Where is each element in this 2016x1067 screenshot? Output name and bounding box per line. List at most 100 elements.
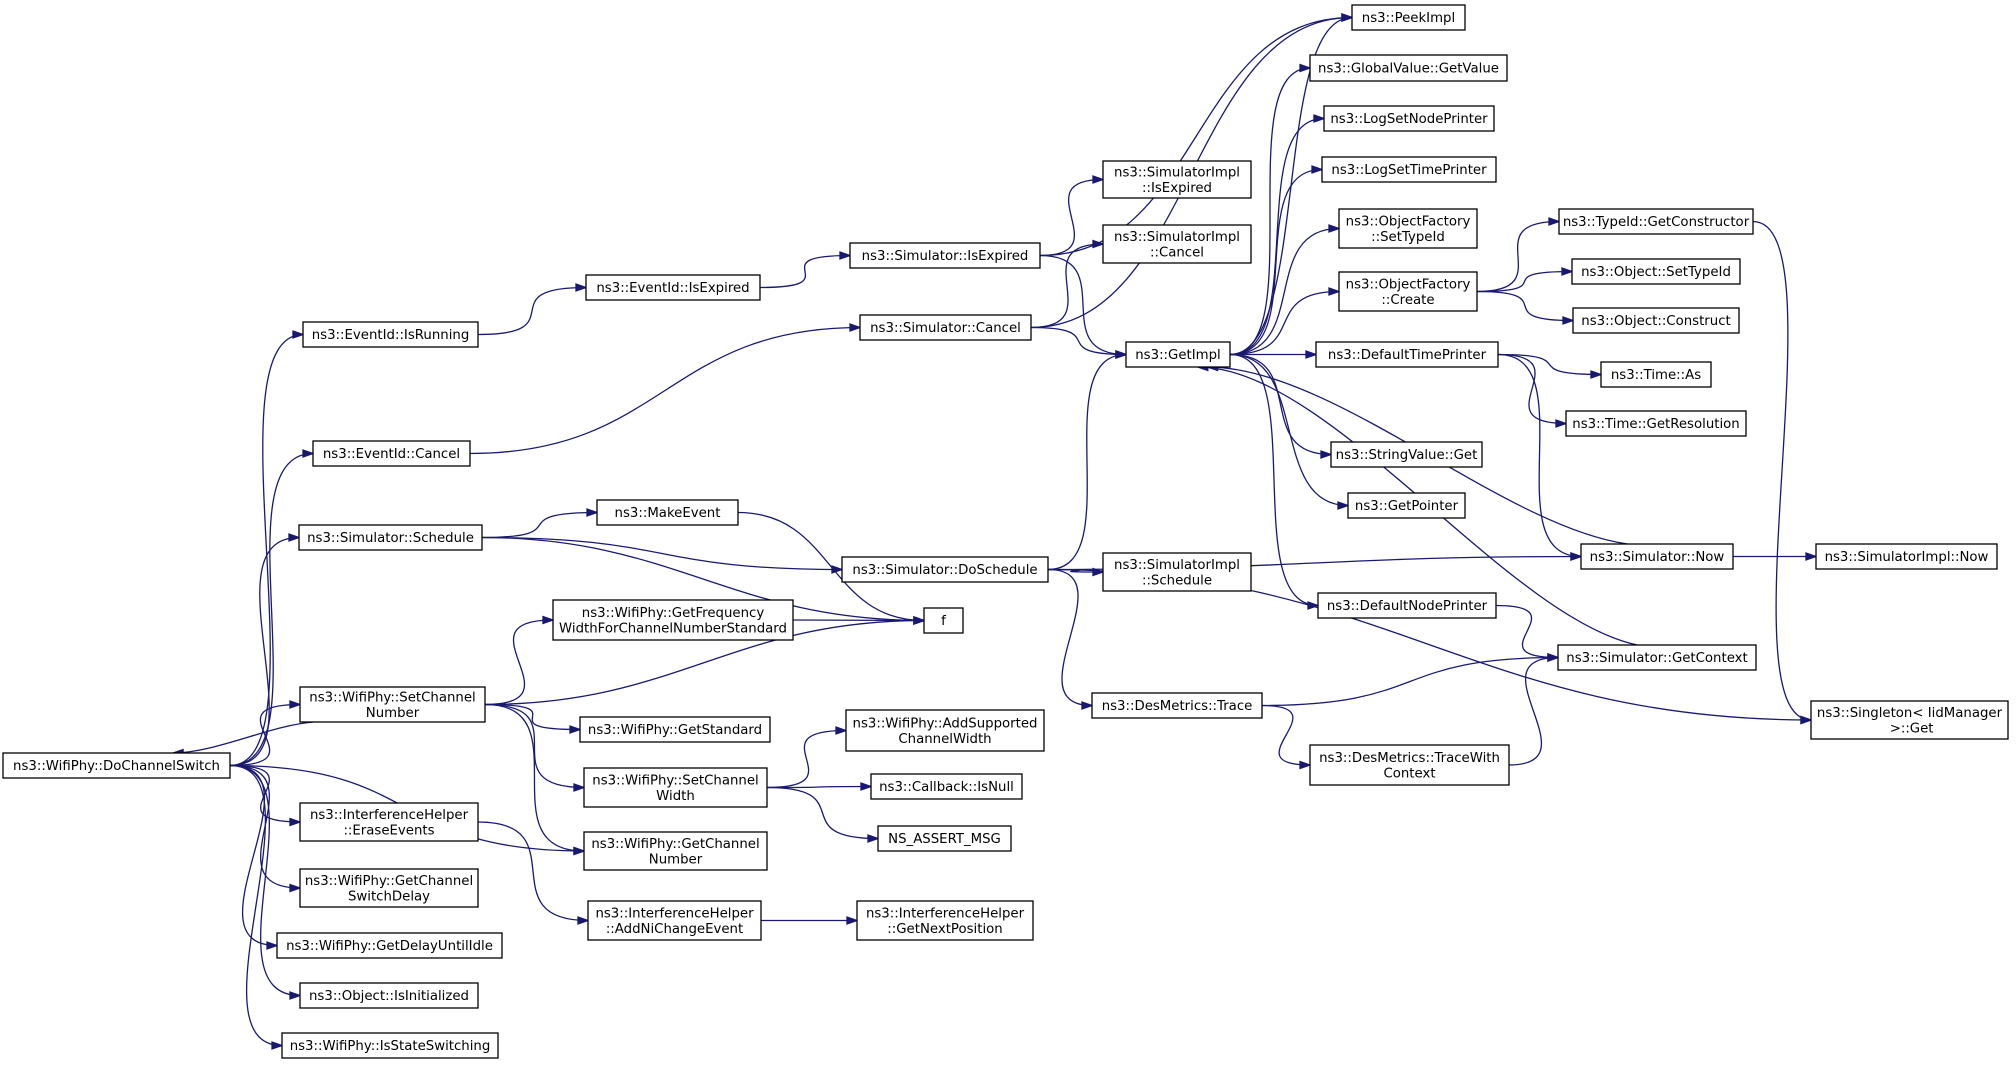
node-box-stringValueGet[interactable] [1330,441,1483,468]
node-isRunning[interactable]: ns3::EventId::IsRunning [302,321,479,348]
node-box-doSchedule[interactable] [841,556,1049,583]
node-box-simNow[interactable] [1580,543,1734,570]
node-box-timeGetRes[interactable] [1565,410,1747,437]
node-box-getPointer[interactable] [1347,492,1466,519]
node-box-root[interactable] [2,752,231,779]
node-box-ofCreate[interactable] [1338,271,1478,312]
node-box-getChannelNumber[interactable] [583,831,768,871]
node-box-ofSetTypeId[interactable] [1338,208,1478,249]
node-f[interactable]: f [923,607,964,634]
node-globalGetValue[interactable]: ns3::GlobalValue::GetValue [1309,54,1508,82]
node-box-nsAssert[interactable] [877,825,1012,852]
node-box-eraseEvents[interactable] [299,802,479,842]
node-box-desTraceCtx[interactable] [1309,744,1510,786]
node-simCancel[interactable]: ns3::Simulator::Cancel [859,314,1032,341]
node-box-makeEvent[interactable] [596,499,739,526]
node-addNiChange[interactable]: ns3::InterferenceHelper::AddNiChangeEven… [587,900,762,941]
node-defNodePrinter[interactable]: ns3::DefaultNodePrinter [1317,592,1497,619]
node-getPointer[interactable]: ns3::GetPointer [1347,492,1466,519]
node-simImplIsExpired[interactable]: ns3::SimulatorImpl::IsExpired [1102,160,1252,199]
node-box-setChannelWidth[interactable] [583,767,768,808]
node-simSchedule[interactable]: ns3::Simulator::Schedule [298,524,483,551]
node-box-getDelayIdle[interactable] [276,932,503,959]
node-desTrace[interactable]: ns3::DesMetrics::Trace [1091,692,1263,719]
node-getFreqWidth[interactable]: ns3::WifiPhy::GetFrequencyWidthForChanne… [552,599,794,641]
node-isNull[interactable]: ns3::Callback::IsNull [870,773,1023,800]
node-logSetTime[interactable]: ns3::LogSetTimePrinter [1321,156,1497,183]
node-objConstruct[interactable]: ns3::Object::Construct [1572,307,1740,334]
node-box-timeAs[interactable] [1600,361,1712,388]
node-root[interactable]: ns3::WifiPhy::DoChannelSwitch [2,752,231,779]
node-box-simCancel[interactable] [859,314,1032,341]
node-box-isRunning[interactable] [302,321,479,348]
node-eraseEvents[interactable]: ns3::InterferenceHelper::EraseEvents [299,802,479,842]
node-getImpl[interactable]: ns3::GetImpl [1125,341,1231,368]
node-box-simIsExpired[interactable] [849,242,1041,269]
node-eidCancel[interactable]: ns3::EventId::Cancel [312,440,471,467]
node-box-globalGetValue[interactable] [1309,54,1508,82]
node-nsAssert[interactable]: NS_ASSERT_MSG [877,825,1012,852]
node-box-simSchedule[interactable] [298,524,483,551]
node-box-getSwitchDelay[interactable] [299,868,479,908]
node-logSetNode[interactable]: ns3::LogSetNodePrinter [1323,105,1495,132]
node-simIsExpired[interactable]: ns3::Simulator::IsExpired [849,242,1041,269]
node-isStateSwitching[interactable]: ns3::WifiPhy::IsStateSwitching [281,1032,499,1059]
node-simGetContext[interactable]: ns3::Simulator::GetContext [1557,644,1757,671]
node-box-getStandard[interactable] [579,716,771,743]
node-box-defTimePrinter[interactable] [1315,341,1499,368]
node-box-simImplIsExpired[interactable] [1102,160,1252,199]
node-typeIdGetCtor[interactable]: ns3::TypeId::GetConstructor [1558,208,1754,235]
node-box-singletonGet[interactable] [1810,700,2009,740]
node-box-typeIdGetCtor[interactable] [1558,208,1754,235]
node-box-addNiChange[interactable] [587,900,762,941]
node-isInitialized[interactable]: ns3::Object::IsInitialized [299,982,479,1009]
node-doSchedule[interactable]: ns3::Simulator::DoSchedule [841,556,1049,583]
node-box-setChannelNumber[interactable] [299,686,486,723]
node-box-simImplSchedule[interactable] [1102,552,1252,592]
node-getDelayIdle[interactable]: ns3::WifiPhy::GetDelayUntilIdle [276,932,503,959]
node-defTimePrinter[interactable]: ns3::DefaultTimePrinter [1315,341,1499,368]
node-singletonGet[interactable]: ns3::Singleton< IidManager >::Get [1810,700,2009,740]
node-simImplNow[interactable]: ns3::SimulatorImpl::Now [1815,543,1998,570]
node-timeGetRes[interactable]: ns3::Time::GetResolution [1565,410,1747,437]
node-box-isInitialized[interactable] [299,982,479,1009]
node-box-peekImpl[interactable] [1351,4,1466,31]
node-peekImpl[interactable]: ns3::PeekImpl [1351,4,1466,31]
node-box-eidCancel[interactable] [312,440,471,467]
node-box-objSetTypeId[interactable] [1571,258,1741,285]
node-box-logSetNode[interactable] [1323,105,1495,132]
node-stringValueGet[interactable]: ns3::StringValue::Get [1330,441,1483,468]
node-box-desTrace[interactable] [1091,692,1263,719]
node-box-logSetTime[interactable] [1321,156,1497,183]
node-timeAs[interactable]: ns3::Time::As [1600,361,1712,388]
node-simNow[interactable]: ns3::Simulator::Now [1580,543,1734,570]
node-box-isStateSwitching[interactable] [281,1032,499,1059]
node-box-getImpl[interactable] [1125,341,1231,368]
node-box-addSupportedWidth[interactable] [845,709,1045,752]
node-box-defNodePrinter[interactable] [1317,592,1497,619]
node-box-eidIsExpired[interactable] [585,274,761,301]
node-simImplCancel[interactable]: ns3::SimulatorImpl::Cancel [1102,224,1252,264]
node-box-getFreqWidth[interactable] [552,599,794,641]
node-simImplSchedule[interactable]: ns3::SimulatorImpl::Schedule [1102,552,1252,592]
node-box-simImplCancel[interactable] [1102,224,1252,264]
node-box-getNextPos[interactable] [856,900,1034,941]
node-getNextPos[interactable]: ns3::InterferenceHelper::GetNextPosition [856,900,1034,941]
node-getStandard[interactable]: ns3::WifiPhy::GetStandard [579,716,771,743]
node-eidIsExpired[interactable]: ns3::EventId::IsExpired [585,274,761,301]
node-ofSetTypeId[interactable]: ns3::ObjectFactory::SetTypeId [1338,208,1478,249]
node-objSetTypeId[interactable]: ns3::Object::SetTypeId [1571,258,1741,285]
node-ofCreate[interactable]: ns3::ObjectFactory::Create [1338,271,1478,312]
node-box-simGetContext[interactable] [1557,644,1757,671]
node-box-objConstruct[interactable] [1572,307,1740,334]
node-box-isNull[interactable] [870,773,1023,800]
node-box-simImplNow[interactable] [1815,543,1998,570]
node-box-f[interactable] [923,607,964,634]
node-makeEvent[interactable]: ns3::MakeEvent [596,499,739,526]
